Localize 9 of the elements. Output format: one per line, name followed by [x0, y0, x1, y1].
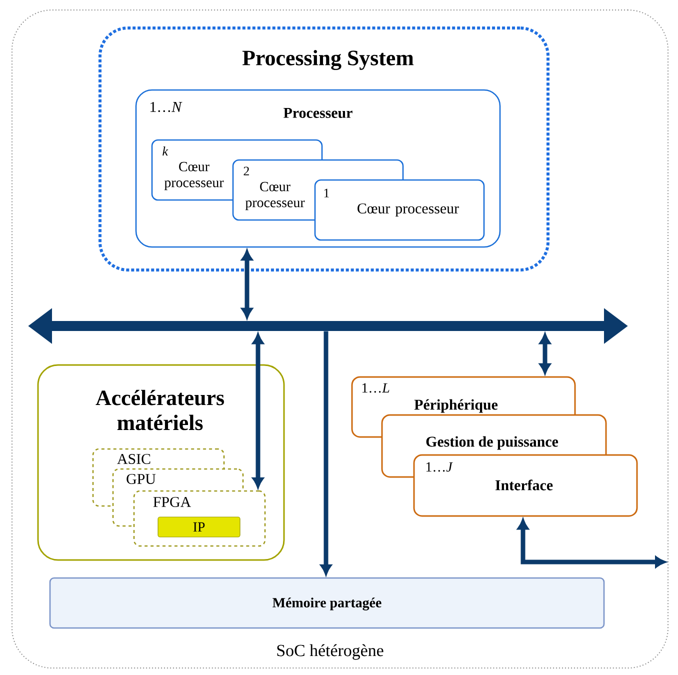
arrow	[518, 519, 666, 568]
core-card: 1 Cœur processeur	[314, 179, 485, 241]
arrow	[540, 334, 551, 374]
arrow	[241, 250, 253, 318]
memory-box: Mémoire partagée	[49, 577, 605, 629]
peripheral-card: 1…J Interface	[413, 454, 638, 517]
ip-block: IP	[158, 516, 240, 538]
arrow	[252, 334, 264, 488]
arrow	[320, 331, 332, 575]
